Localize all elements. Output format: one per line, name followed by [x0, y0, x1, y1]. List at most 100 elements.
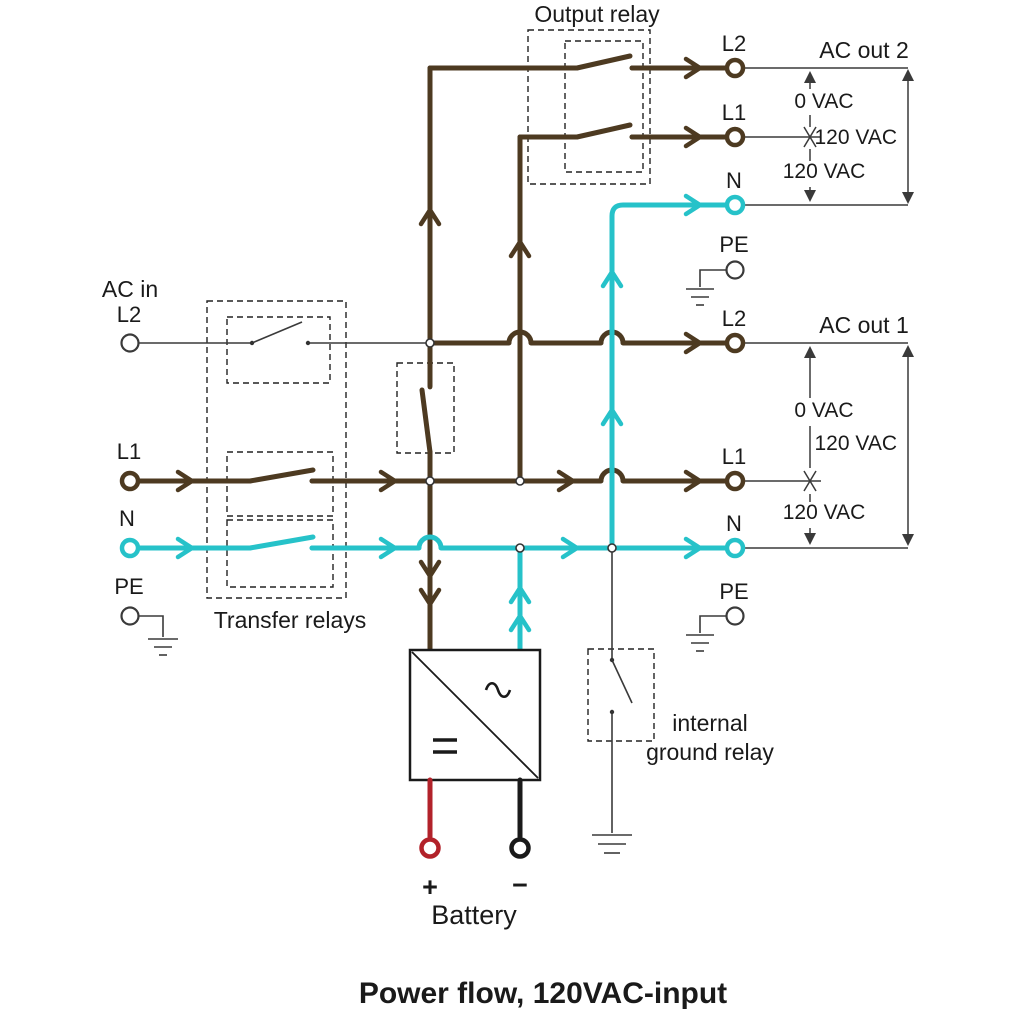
neutral-wires	[136, 202, 729, 653]
switch-contact-dot	[609, 709, 615, 715]
junction-node	[515, 543, 525, 553]
l2-input-wire-inactive	[139, 321, 426, 346]
diagram-title: Power flow, 120VAC-input	[359, 977, 727, 1010]
arrow-down-icon	[902, 192, 914, 204]
junction-node	[425, 476, 435, 486]
transfer-relay-l1-box	[226, 451, 334, 517]
switch-contact-dot	[574, 134, 580, 140]
switch-contact-dot	[247, 545, 253, 551]
l2-in-open-switch-blade	[251, 321, 303, 344]
out2-span-120vac-label: 120 VAC	[815, 126, 898, 149]
battery-plus-label: +	[422, 872, 438, 902]
out1-measurements	[744, 342, 914, 549]
out2-l1-label: L1	[722, 100, 746, 125]
backfeed-relay-closed-blade	[419, 387, 433, 455]
ac-in-label: AC in	[102, 276, 158, 302]
out1-pe-label: PE	[719, 579, 748, 604]
pe-out1-ground	[686, 615, 726, 652]
ground-relay-box	[587, 648, 655, 742]
out1-l2-n-span	[902, 345, 914, 546]
out2-0vac-label: 0 VAC	[794, 90, 853, 113]
ground-relay-label-line2: ground relay	[646, 739, 774, 765]
phase-star-icon	[799, 126, 821, 148]
battery-minus-label: −	[512, 870, 528, 900]
pe-in-ground	[139, 615, 178, 656]
arrow-down-icon	[804, 533, 816, 545]
output-relay-inner-box	[564, 40, 644, 173]
terminal-out2-l1	[724, 126, 746, 148]
n-transfer-closed-blade	[247, 534, 316, 551]
out2-n-label: N	[726, 168, 742, 193]
out2-l1-n-arrow	[804, 149, 816, 202]
arrow-down-icon	[902, 534, 914, 546]
transfer-relays-label: Transfer relays	[214, 607, 367, 633]
earth-ground-icon	[592, 834, 632, 854]
terminal-out2-l2	[724, 57, 746, 79]
terminal-ac-in-n	[119, 537, 141, 559]
switch-contact-dot	[574, 65, 580, 71]
arrow-up-icon	[804, 71, 816, 83]
arrow-up-icon	[902, 345, 914, 357]
dc-equals-icon	[433, 738, 457, 754]
battery-label: Battery	[431, 900, 517, 930]
out2-l2-l1-arrow	[804, 71, 816, 127]
out2-pe-label: PE	[719, 232, 748, 257]
terminal-out2-pe	[725, 260, 745, 280]
ground-relay-label-line1: internal	[672, 710, 747, 736]
terminal-ac-in-l2	[120, 333, 140, 353]
terminal-ac-in-pe	[120, 606, 140, 626]
terminal-out1-n	[724, 537, 746, 559]
output-relay-label: Output relay	[534, 1, 660, 27]
switch-contact-dot	[249, 340, 255, 346]
ac-out1-label: AC out 1	[819, 312, 909, 338]
in-l1-label: L1	[117, 439, 141, 464]
terminal-out1-l2	[724, 332, 746, 354]
l1-transfer-closed-blade	[247, 467, 316, 484]
junction-node	[607, 543, 617, 553]
transfer-relays-outer-box	[206, 300, 347, 599]
out1-0vac-label: 0 VAC	[794, 399, 853, 422]
terminal-out1-pe	[725, 606, 745, 626]
out2-l2-label: L2	[722, 31, 746, 56]
ac-out2-label: AC out 2	[819, 37, 909, 63]
out1-l2-l1-arrow	[804, 346, 816, 468]
out1-l1-label: L1	[722, 444, 746, 469]
switch-contact-dot	[609, 657, 615, 663]
phase-star-icon	[799, 470, 821, 492]
junction-node	[425, 338, 435, 348]
earth-ground-icon	[686, 288, 714, 306]
switch-contact-dot	[305, 340, 311, 346]
output-relay-outer-box	[527, 29, 651, 185]
terminal-out2-n	[724, 194, 746, 216]
l2-out1-wire	[427, 329, 729, 346]
transfer-relay-n-box	[226, 519, 334, 588]
arrow-up-icon	[804, 346, 816, 358]
battery-connections	[419, 777, 531, 859]
in-l2-label: L2	[117, 302, 141, 327]
n-main-wire	[309, 534, 729, 551]
junction-node	[515, 476, 525, 486]
out1-span-120vac-label: 120 VAC	[815, 432, 898, 455]
n-out2-riser-wire	[609, 202, 729, 551]
arrow-down-icon	[804, 190, 816, 202]
output-relay-l2-closed-blade	[574, 53, 633, 71]
earth-ground-icon	[148, 638, 178, 656]
earth-ground-icon	[686, 634, 714, 652]
ground-relay-open-switch-blade	[611, 659, 633, 704]
internal-ground-relay-wire	[592, 552, 633, 854]
out2-measurements	[744, 67, 914, 206]
output-relay-box	[527, 29, 651, 185]
switch-contact-dot	[247, 478, 253, 484]
inverter-diagonal	[411, 651, 539, 779]
out2-120vac-label: 120 VAC	[783, 160, 866, 183]
out1-l2-label: L2	[722, 306, 746, 331]
out2-l2-n-span	[902, 69, 914, 204]
out1-120vac-label: 120 VAC	[783, 501, 866, 524]
ac-sine-icon	[484, 681, 512, 699]
in-pe-label: PE	[114, 574, 143, 599]
terminal-ac-in-l1	[119, 470, 141, 492]
transfer-relays-box	[206, 300, 347, 599]
switch-contact-dot	[427, 384, 433, 390]
in-n-label: N	[119, 506, 135, 531]
